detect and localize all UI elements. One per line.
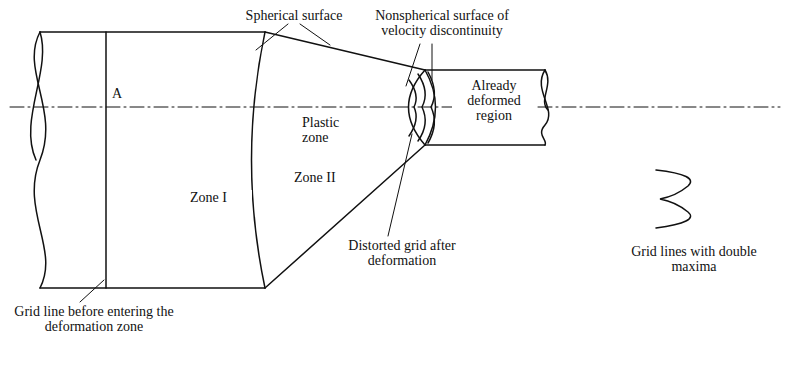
leader-line	[406, 44, 420, 86]
break-curve	[31, 32, 43, 160]
zone-label: Zone II	[292, 170, 356, 185]
center-line	[10, 107, 780, 108]
spherical-surface	[252, 32, 266, 288]
zone-label: Plastic zone	[300, 115, 364, 145]
leader-line	[300, 24, 330, 45]
region-label: Already deformed region	[452, 78, 536, 123]
billet-outline	[40, 32, 265, 288]
zone-label: Zone I	[188, 190, 252, 205]
grid-line	[105, 32, 107, 288]
grid-label: Distorted grid after deformation	[335, 238, 469, 268]
break-curve	[545, 70, 548, 110]
distorted-grid	[409, 80, 416, 136]
double-maxima-curve	[656, 170, 691, 228]
leader-line	[256, 24, 288, 50]
surface-label: Nonspherical surface of velocity discont…	[365, 8, 519, 38]
grid-line-letter: A	[110, 86, 134, 101]
surface-label: Spherical surface	[222, 8, 366, 23]
leader-line	[432, 44, 433, 80]
grid-label: Grid lines with double maxima	[622, 244, 766, 274]
leader-line	[388, 134, 412, 236]
grid-label: Grid line before entering the deformatio…	[4, 304, 184, 334]
leader-line	[80, 280, 104, 302]
